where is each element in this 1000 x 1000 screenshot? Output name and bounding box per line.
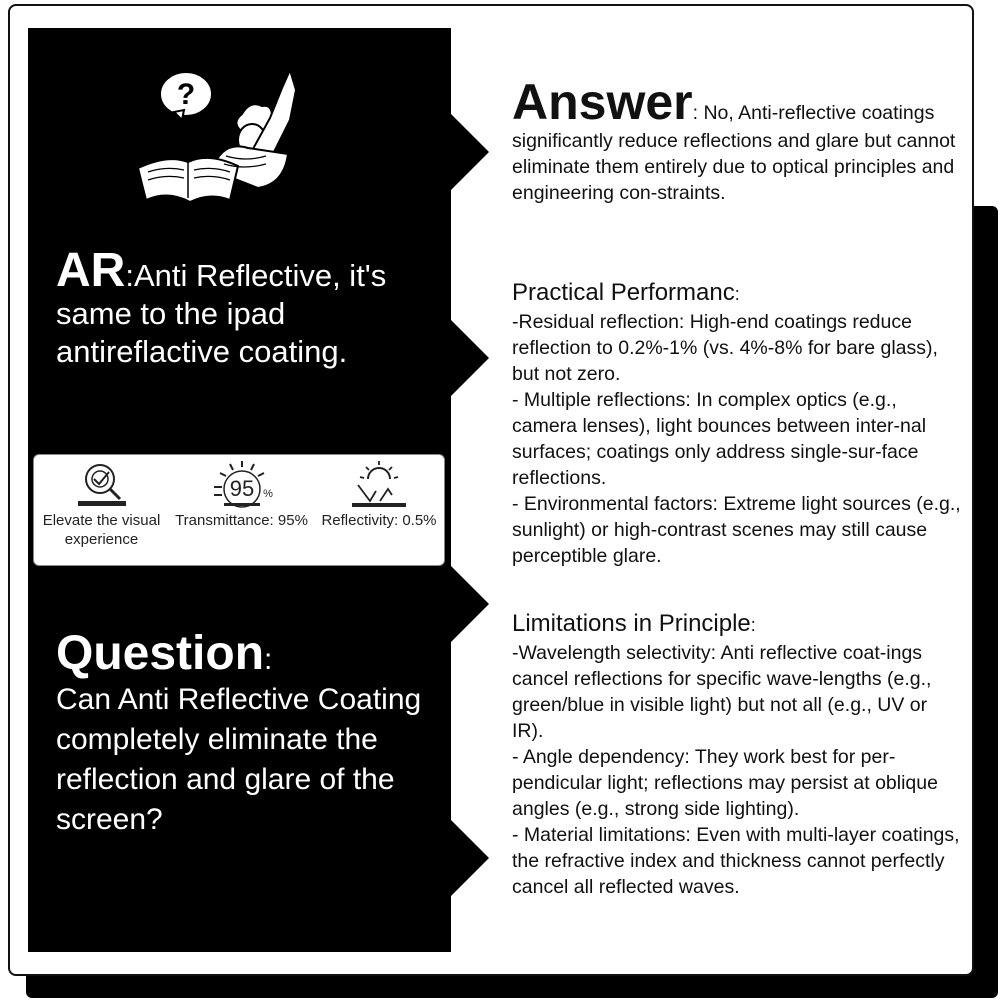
pointer-notch-answer — [451, 114, 489, 190]
answer-title: Answer — [512, 74, 693, 130]
answer-text: : No, Anti-reflective coatings significa… — [512, 102, 956, 204]
list-item: - Angle dependency: They work best for p… — [512, 746, 938, 820]
feature-label: Elevate the visual experience — [42, 512, 161, 548]
answer-section: Answer: No, Anti-reflective coatings sig… — [512, 76, 962, 206]
heading-colon: : — [734, 284, 740, 304]
badge-unit: % — [263, 488, 273, 500]
feature-visual-experience: Elevate the visual experience — [34, 455, 169, 565]
pointer-notch-limitations — [451, 566, 489, 642]
heading-colon: : — [750, 615, 756, 635]
pointer-notch-practical — [451, 320, 489, 396]
feature-reflectivity: Reflectivity: 0.5% — [314, 455, 444, 565]
list-item: - Environmental factors: Extreme light s… — [512, 493, 961, 567]
magnifier-check-icon — [77, 464, 126, 506]
list-item: - Multiple reflections: In complex optic… — [512, 389, 927, 489]
limitations-section: Limitations in Principle: -Wavelength se… — [512, 609, 962, 900]
section-heading: Limitations in Principle: — [512, 609, 962, 640]
question-text: Can Anti Reflective Coating completely e… — [56, 683, 422, 836]
ar-title: AR — [56, 244, 126, 297]
svg-text:?: ? — [177, 78, 195, 111]
heading-text: Limitations in Principle — [512, 610, 751, 637]
list-item: -Wavelength selectivity: Anti reflective… — [512, 642, 932, 742]
pointer-notch-question — [451, 820, 489, 896]
list-item: -Residual reflection: High-end coatings … — [512, 311, 938, 385]
list-item: - Material limitations: Even with multi-… — [512, 824, 960, 898]
feature-label: Transmittance: 95% — [175, 512, 308, 529]
question-colon: : — [264, 643, 273, 676]
question-block: Question: Can Anti Reflective Coating co… — [56, 628, 436, 840]
ar-definition: AR:Anti Reflective, it's same to the ipa… — [56, 247, 436, 371]
feature-strip: Elevate the visual experience 95 % Trans… — [33, 454, 445, 566]
student-question-illustration: ? — [136, 67, 298, 204]
question-title: Question — [56, 627, 265, 680]
badge-value: 95 — [229, 476, 253, 501]
sun-95-icon: 95 % — [213, 461, 273, 508]
feature-transmittance: 95 % Transmittance: 95% — [174, 455, 309, 565]
ar-text: :Anti Reflective, it's same to the ipad … — [56, 258, 387, 369]
heading-text: Practical Performanc — [512, 279, 735, 306]
practical-performance-section: Practical Performanc: -Residual reflecti… — [512, 278, 962, 569]
section-heading: Practical Performanc: — [512, 278, 962, 309]
sun-reflection-icon — [352, 461, 406, 507]
feature-label: Reflectivity: 0.5% — [321, 512, 437, 529]
